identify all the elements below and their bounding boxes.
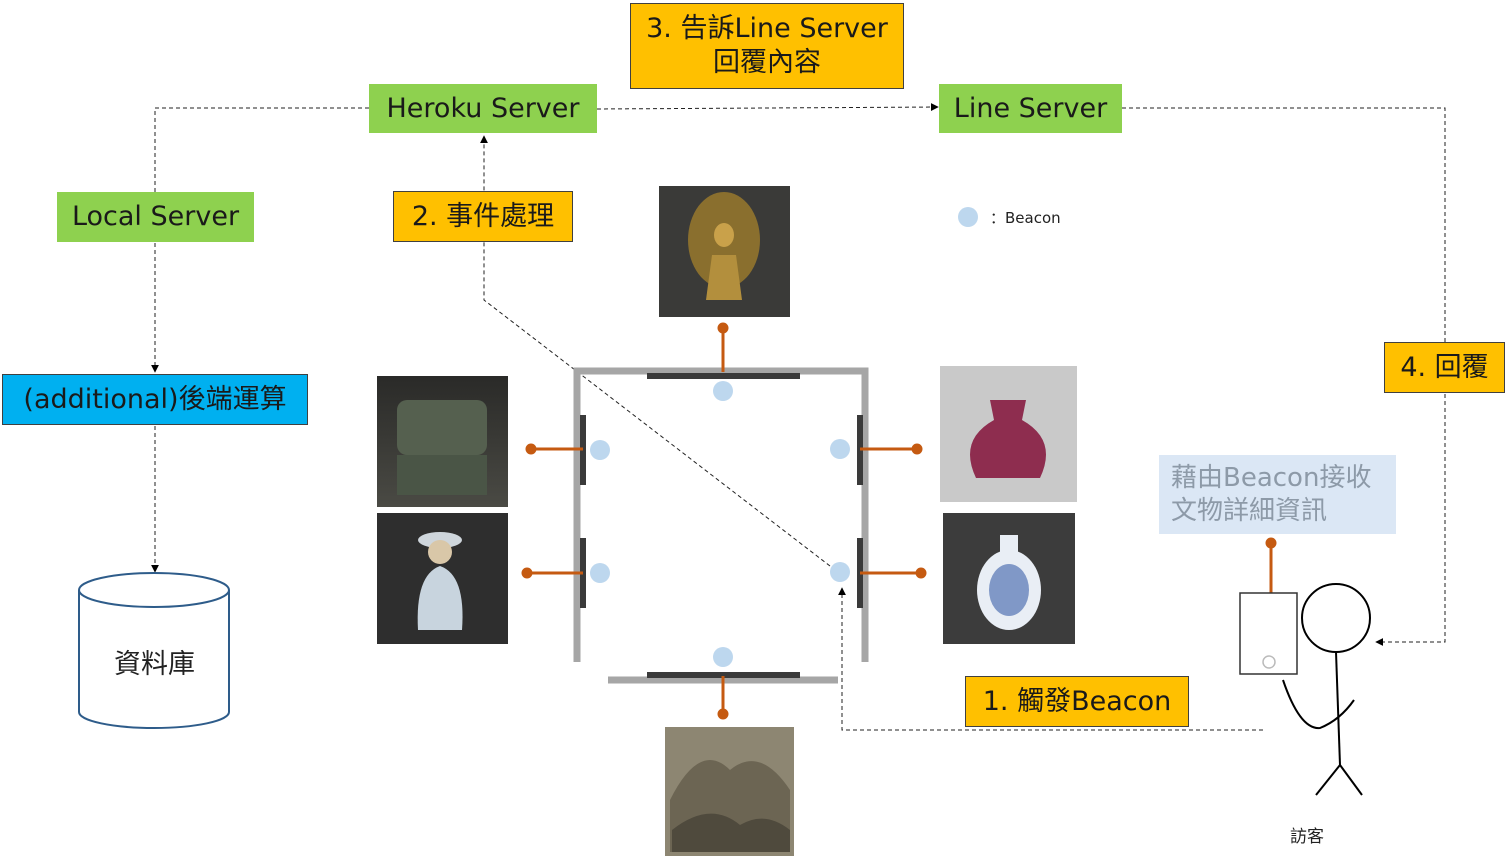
local-server-box: Local Server (57, 192, 254, 242)
legend-label: ：Beacon (990, 209, 1061, 227)
blue-white-flask-photo (943, 513, 1075, 644)
figurine-photo (377, 513, 508, 644)
database-cylinder (78, 572, 230, 729)
display-panels (580, 373, 863, 678)
buddha-statue-photo (659, 186, 790, 317)
step4-box: 4. 回覆 (1384, 342, 1505, 393)
step2-label: 2. 事件處理 (411, 200, 555, 232)
local-server-label: Local Server (71, 201, 240, 233)
phone-icon (1239, 592, 1298, 675)
exhibit-connectors (521, 322, 1277, 720)
heroku-server-box: Heroku Server (369, 84, 597, 133)
heroku-server-label: Heroku Server (386, 92, 580, 124)
landscape-painting-photo (665, 727, 794, 856)
step3-line2: 回覆內容 (713, 47, 821, 78)
visitor-info-line1: 藉由Beacon接收 (1171, 463, 1372, 493)
beacon-dots (590, 207, 978, 667)
line-server-box: Line Server (939, 84, 1122, 133)
heroku-to-local-connector (154, 107, 369, 192)
heroku-to-line-connector (596, 103, 939, 112)
backend-box: (additional)後端運算 (2, 374, 308, 425)
room-walls (573, 367, 869, 684)
backend-label: (additional)後端運算 (23, 383, 287, 415)
step1-box: 1. 觸發Beacon (965, 676, 1189, 727)
step1-label: 1. 觸發Beacon (982, 685, 1172, 717)
step4-label: 4. 回覆 (1400, 351, 1489, 383)
red-vase-photo (940, 366, 1077, 502)
step3-box: 3. 告訴Line Server 回覆內容 (630, 3, 904, 89)
visitor-label: 訪客 (1290, 827, 1324, 847)
line-server-label: Line Server (953, 92, 1108, 124)
visitor-figure (1282, 583, 1371, 796)
bronze-vessel-photo (377, 376, 508, 507)
visitor-info-box: 藉由Beacon接收 文物詳細資訊 (1159, 455, 1396, 534)
visitor-to-beacon-connector (838, 587, 1263, 731)
legend-beacon-dot (958, 207, 978, 227)
beacon-to-heroku-connector (480, 135, 831, 567)
visitor-info-line2: 文物詳細資訊 (1171, 495, 1328, 526)
database-label: 資料庫 (114, 649, 195, 680)
step3-line1: 3. 告訴Line Server (646, 13, 888, 45)
step2-box: 2. 事件處理 (393, 191, 573, 242)
